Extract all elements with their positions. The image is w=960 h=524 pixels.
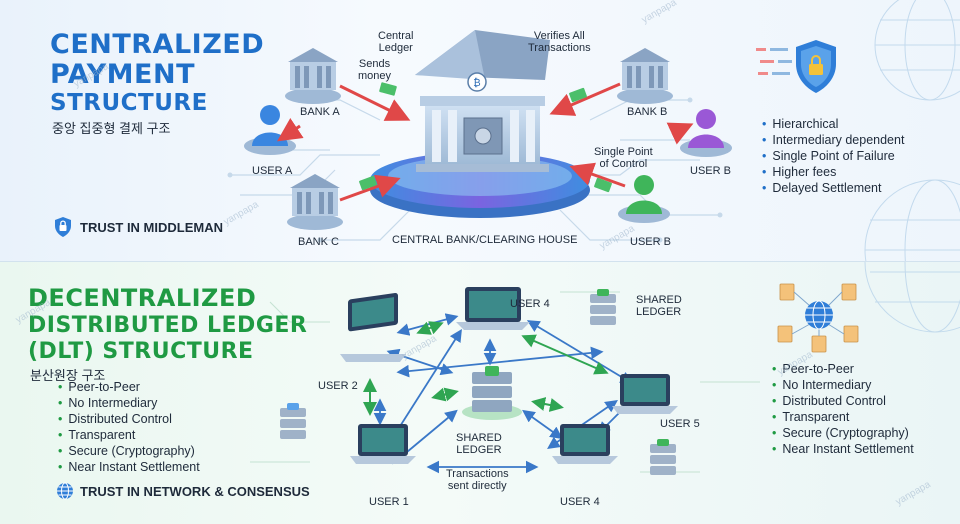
centralized-bullet: Delayed Settlement xyxy=(762,180,904,196)
decentralized-bullet: Peer-to-Peer xyxy=(58,379,200,395)
centralized-bullet: Intermediary dependent xyxy=(762,132,904,148)
shared-ledger-top-label: SHARED LEDGER xyxy=(636,294,682,318)
bank-a-label: BANK A xyxy=(300,106,340,118)
user-a-label: USER A xyxy=(252,165,293,177)
bank-b-label: BANK B xyxy=(627,106,668,118)
decentralized-bullet: Secure (Cryptography) xyxy=(772,425,914,441)
bank-c-icon xyxy=(287,174,343,230)
user-1-label: USER 1 xyxy=(369,496,409,508)
laptop-user-5-icon xyxy=(612,374,678,414)
bank-a-icon xyxy=(285,48,341,104)
centralized-panel: CENTRALIZED PAYMENT STRUCTURE 중앙 집중형 결제 … xyxy=(0,0,960,262)
decentralized-bullet: Near Instant Settlement xyxy=(772,441,913,457)
shield-lock-icon xyxy=(55,217,71,237)
bank-c-label: BANK C xyxy=(298,236,339,248)
decentralized-bullet: Near Instant Settlement xyxy=(58,459,199,475)
user-b-top-label: USER B xyxy=(690,165,731,177)
central-bank-building-icon: ₿ xyxy=(415,30,550,172)
transactions-label: Transactions sent directly xyxy=(446,468,509,492)
single-point-callout: Single Point of Control xyxy=(594,146,653,170)
user-4-bottom-label: USER 4 xyxy=(560,496,600,508)
money-flow-arrows xyxy=(277,82,694,202)
decentralized-bullet: Transparent xyxy=(772,409,914,425)
user-4-top-label: USER 4 xyxy=(510,298,550,310)
centralized-title-line2: PAYMENT xyxy=(50,59,195,90)
decentralized-diagram xyxy=(280,287,678,475)
central-ledger-callout: Central Ledger xyxy=(378,30,414,54)
laptop-user-4-bottom-icon xyxy=(552,424,618,464)
centralized-diagram: ₿ xyxy=(244,30,732,230)
decentralized-title-line2: DISTRIBUTED LEDGER xyxy=(28,313,308,338)
server-right-icon xyxy=(650,439,676,475)
user-b-bottom-label: USER B xyxy=(630,236,671,248)
shared-ledger-top-icon xyxy=(590,289,616,325)
centralized-bullet: Single Point of Failure xyxy=(762,148,904,164)
centralized-bullets: Hierarchical Intermediary dependent Sing… xyxy=(762,116,904,196)
security-shield-icon xyxy=(756,40,836,93)
decentralized-bullet: Distributed Control xyxy=(772,393,914,409)
laptop-user-1-icon xyxy=(350,424,416,464)
centralized-subtitle-ko: 중앙 집중형 결제 구조 xyxy=(52,121,171,136)
money-icons xyxy=(359,82,612,193)
centralized-title-line3: STRUCTURE xyxy=(50,90,208,116)
decentralized-bullet: Peer-to-Peer xyxy=(772,361,914,377)
sends-money-callout: Sends money xyxy=(358,58,392,82)
decentralized-bullet: Distributed Control xyxy=(58,411,200,427)
centralized-title-line1: CENTRALIZED xyxy=(50,29,265,60)
centralized-bullet: Hierarchical xyxy=(762,116,904,132)
shared-ledger-center-icon xyxy=(462,366,522,420)
centralized-bullet: Higher fees xyxy=(762,164,904,180)
trust-in-network-label: TRUST IN NETWORK & CONSENSUS xyxy=(80,484,310,499)
decentralized-left-bullets: Peer-to-Peer No Intermediary Distributed… xyxy=(58,379,200,475)
svg-text:₿: ₿ xyxy=(473,77,480,89)
network-links xyxy=(373,313,643,474)
server-left-icon xyxy=(280,403,306,439)
central-bank-label: CENTRAL BANK/CLEARING HOUSE xyxy=(392,234,578,246)
distributed-ledger-icon xyxy=(777,283,859,353)
bank-b-icon xyxy=(617,48,673,104)
trust-in-middleman-label: TRUST IN MIDDLEMAN xyxy=(80,220,223,235)
decentralized-title-line3: (DLT) STRUCTURE xyxy=(28,339,254,364)
user-5-label: USER 5 xyxy=(660,418,700,430)
decentralized-bullet: No Intermediary xyxy=(772,377,914,393)
verifies-callout: Verifies All Transactions xyxy=(528,30,591,54)
shared-ledger-center-label: SHARED LEDGER xyxy=(456,432,502,456)
consensus-links xyxy=(363,321,609,416)
decentralized-title-line1: DECENTRALIZED xyxy=(28,284,257,312)
laptop-user-2-icon xyxy=(340,292,406,362)
globe-network-icon xyxy=(57,482,73,500)
user-b-bottom-icon xyxy=(618,175,670,223)
decentralized-bullet: Transparent xyxy=(58,427,200,443)
laptop-user-4-top-icon xyxy=(456,287,530,330)
decentralized-panel: DECENTRALIZED DISTRIBUTED LEDGER (DLT) S… xyxy=(0,262,960,524)
user-2-label: USER 2 xyxy=(318,380,358,392)
decentralized-bullet: No Intermediary xyxy=(58,395,200,411)
decentralized-bullet: Secure (Cryptography) xyxy=(58,443,200,459)
decentralized-right-bullets: Peer-to-Peer No Intermediary Distributed… xyxy=(772,361,914,457)
user-b-top-icon xyxy=(680,109,732,157)
user-a-icon xyxy=(244,105,296,155)
